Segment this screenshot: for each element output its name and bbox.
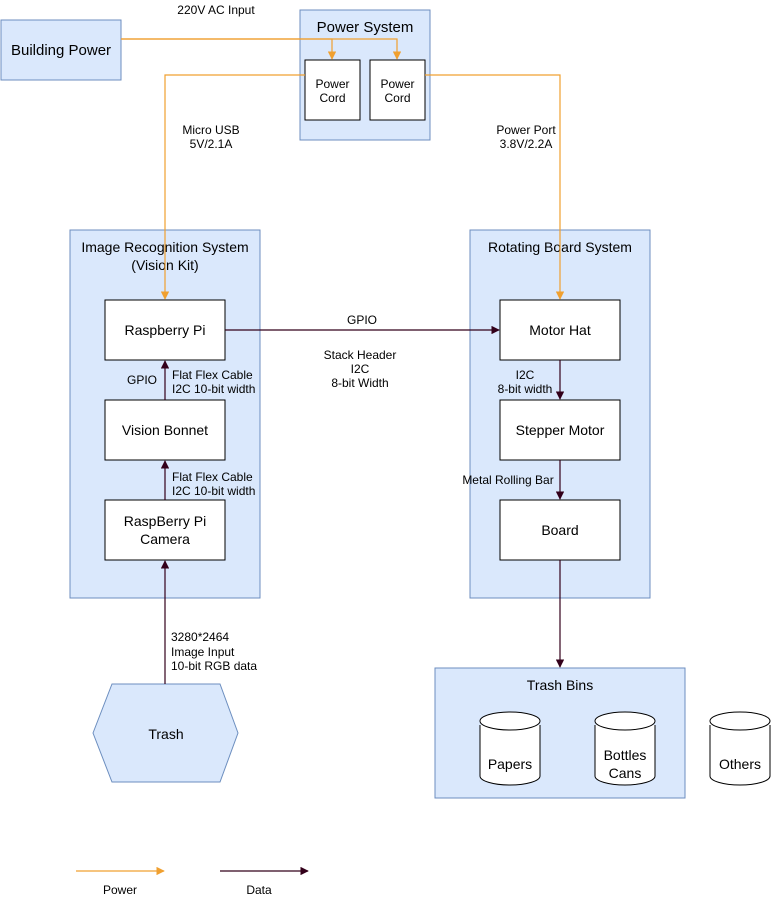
- camera-node: RaspBerry Pi Camera: [104, 499, 226, 561]
- trash-bins-title: Trash Bins: [527, 677, 593, 693]
- board-label: Board: [541, 522, 578, 538]
- stack-header-line3: 8-bit Width: [331, 376, 388, 390]
- others-bin: Others: [709, 711, 771, 786]
- flex-cable-2-line1: Flat Flex Cable: [172, 470, 253, 484]
- papers-label: Papers: [488, 756, 532, 772]
- vision-bonnet-label: Vision Bonnet: [122, 422, 208, 438]
- power-line-to-raspberry-pi: [160, 74, 305, 300]
- ac-input-label: 220V AC Input: [177, 3, 255, 17]
- power-port-label: Power Port 3.8V/2.2A: [496, 123, 556, 151]
- stepper-motor-label: Stepper Motor: [516, 422, 605, 438]
- image-input-line1: 3280*2464: [171, 630, 229, 644]
- i2c-motor-line1: I2C: [516, 368, 535, 382]
- power-cord-1-label-line1: Power: [315, 77, 349, 91]
- building-power-label: Building Power: [11, 42, 111, 59]
- papers-bin: Papers: [479, 711, 541, 786]
- flex-cable-1-line2: I2C 10-bit width: [172, 382, 255, 396]
- gpio-top-label: GPIO: [347, 313, 377, 327]
- motor-hat-label: Motor Hat: [529, 322, 591, 338]
- power-line-building-to-cord2: [121, 38, 402, 60]
- power-cord-2-label-line1: Power: [380, 77, 414, 91]
- board-node: Board: [499, 499, 621, 561]
- raspberry-pi-label: Raspberry Pi: [125, 322, 206, 338]
- metal-rolling-bar-label: Metal Rolling Bar: [462, 473, 553, 487]
- motor-hat-node: Motor Hat: [499, 299, 621, 361]
- bottles-cans-label-line1: Bottles: [604, 747, 647, 763]
- power-system-title: Power System: [317, 19, 414, 36]
- power-cord-1: Power Cord: [304, 59, 361, 121]
- trash-node: Trash: [92, 683, 239, 783]
- image-input-line3: 10-bit RGB data: [171, 659, 257, 673]
- flex-cable-1-line1: Flat Flex Cable: [172, 368, 253, 382]
- image-input-line2: Image Input: [171, 645, 235, 659]
- power-cord-1-label-line2: Cord: [319, 91, 345, 105]
- raspberry-pi-node: Raspberry Pi: [104, 299, 226, 361]
- stack-header-line1: Stack Header: [324, 348, 397, 362]
- micro-usb-label: Micro USB 5V/2.1A: [182, 123, 239, 151]
- legend-data-label: Data: [246, 883, 272, 897]
- camera-label-line2: Camera: [140, 531, 190, 547]
- i2c-motor-label: I2C 8-bit width: [498, 368, 553, 396]
- bottles-cans-label-line2: Cans: [609, 765, 642, 781]
- legend-power-label: Power: [103, 883, 137, 897]
- vision-bonnet-node: Vision Bonnet: [104, 399, 226, 461]
- flex-cable-label-2: Flat Flex Cable I2C 10-bit width: [172, 470, 255, 498]
- flex-cable-label-1: Flat Flex Cable I2C 10-bit width: [172, 368, 255, 396]
- power-cord-2-label-line2: Cord: [384, 91, 410, 105]
- stack-header-label: Stack Header I2C 8-bit Width: [324, 348, 397, 390]
- camera-label-line1: RaspBerry Pi: [124, 513, 206, 529]
- others-label: Others: [719, 756, 761, 772]
- micro-usb-label-line2: 5V/2.1A: [190, 137, 233, 151]
- legend: Power Data: [76, 866, 309, 897]
- stack-header-line2: I2C: [351, 362, 370, 376]
- building-power-node: Building Power: [0, 19, 122, 81]
- bottles-cans-bin: Bottles Cans: [594, 711, 656, 786]
- power-port-label-line2: 3.8V/2.2A: [500, 137, 553, 151]
- image-input-label: 3280*2464 Image Input 10-bit RGB data: [171, 630, 257, 673]
- trash-label: Trash: [148, 726, 183, 742]
- power-cord-2: Power Cord: [369, 59, 426, 121]
- gpio-left-label: GPIO: [127, 373, 157, 387]
- stepper-motor-node: Stepper Motor: [499, 399, 621, 461]
- power-port-label-line1: Power Port: [496, 123, 556, 137]
- i2c-motor-line2: 8-bit width: [498, 382, 553, 396]
- power-line-to-motor-hat: [425, 74, 565, 300]
- micro-usb-label-line1: Micro USB: [182, 123, 239, 137]
- flex-cable-2-line2: I2C 10-bit width: [172, 484, 255, 498]
